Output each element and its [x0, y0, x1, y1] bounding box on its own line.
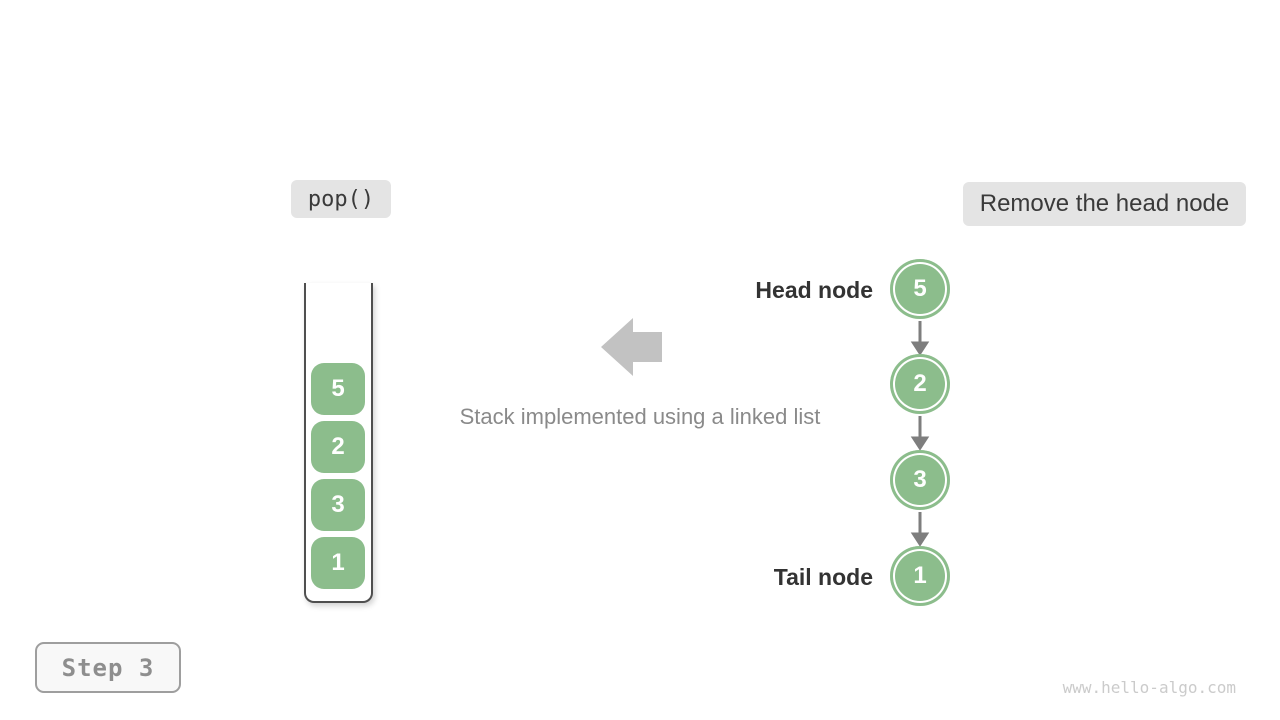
- remove-head-node-label: Remove the head node: [963, 182, 1246, 226]
- tail-node-label: Tail node: [773, 564, 873, 590]
- caption-text: Stack implemented using a linked list: [459, 404, 821, 429]
- stack-item-bottom: 1: [311, 537, 365, 589]
- head-node-label: Head node: [755, 277, 873, 303]
- linked-list-node: 2: [890, 354, 950, 414]
- block-arrow-left-icon: [601, 318, 662, 376]
- linked-list-node-head: 5: [890, 259, 950, 319]
- stack-item-top: 5: [311, 363, 365, 415]
- step-badge: Step 3: [35, 642, 181, 693]
- stack-item: 2: [311, 421, 365, 473]
- stack-item: 3: [311, 479, 365, 531]
- watermark: www.hello-algo.com: [1062, 678, 1236, 697]
- stack-container: 5 2 3 1: [304, 283, 373, 603]
- linked-list-node: 3: [890, 450, 950, 510]
- linked-list-node-tail: 1: [890, 546, 950, 606]
- pop-operation-label: pop(): [291, 180, 391, 218]
